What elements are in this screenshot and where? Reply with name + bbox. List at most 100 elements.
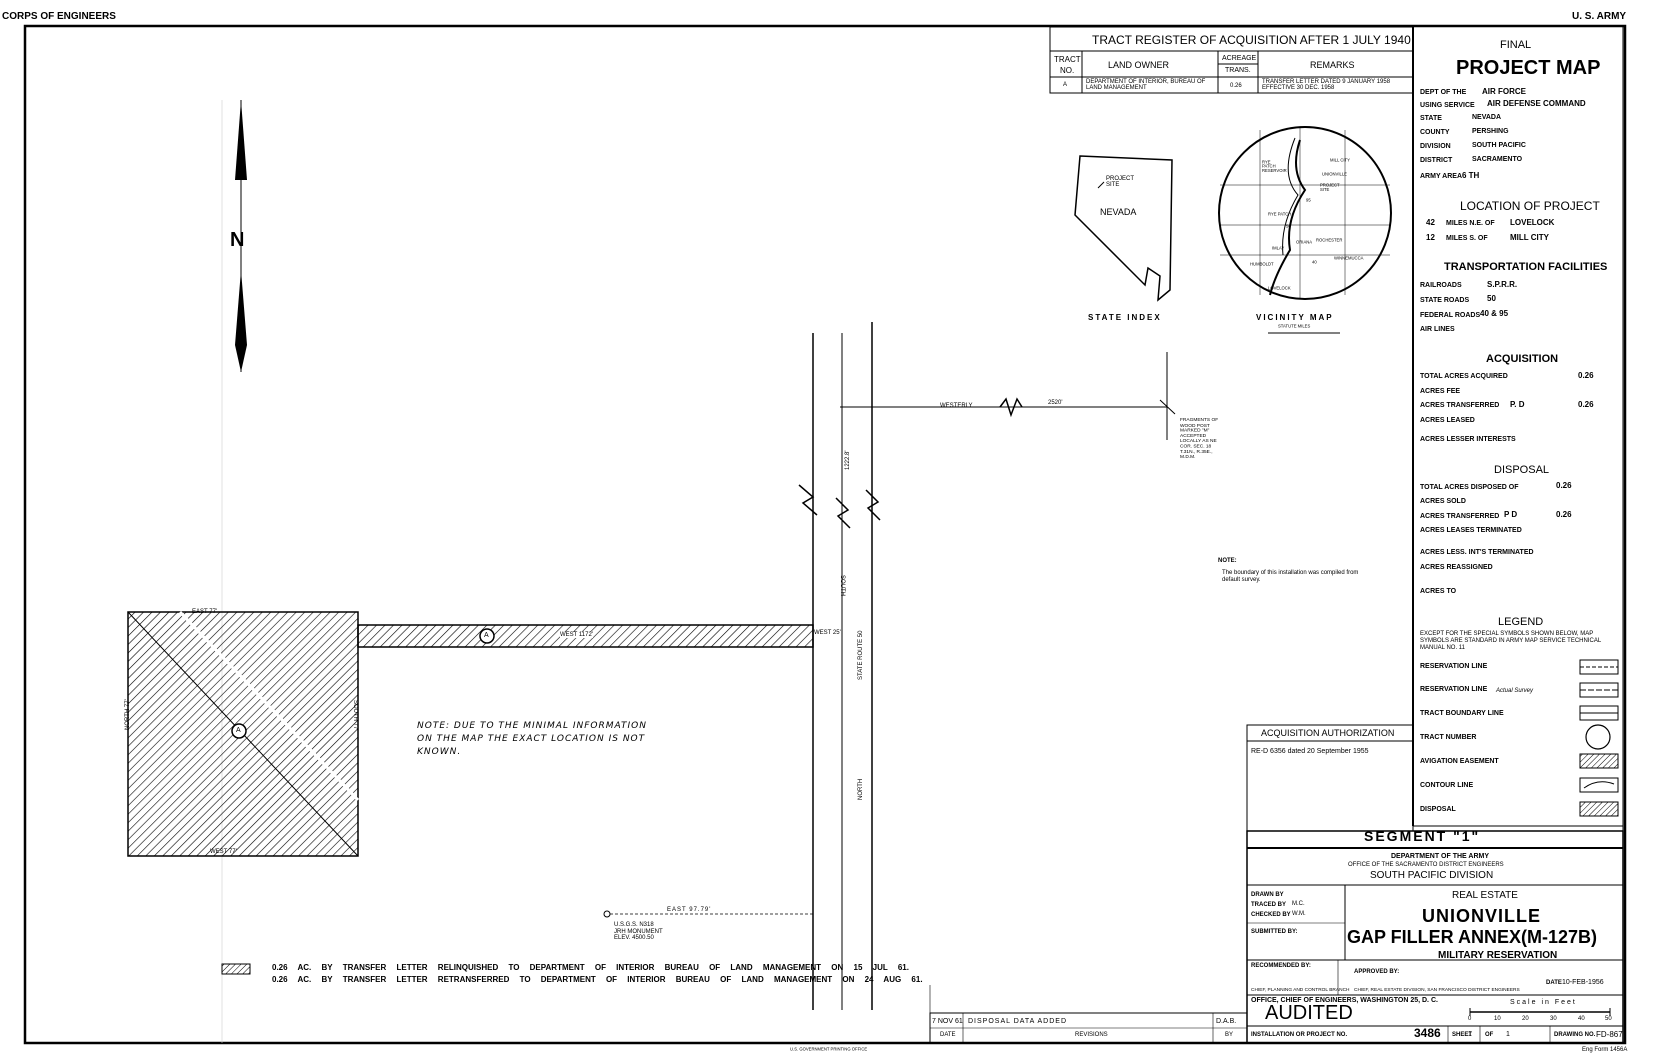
scale-tick: 30 bbox=[1550, 1016, 1557, 1022]
real-estate-label: REAL ESTATE bbox=[1452, 890, 1518, 901]
sheet-border bbox=[23, 24, 1627, 1045]
south-label: SOUTH bbox=[839, 575, 845, 596]
note-label: NOTE: bbox=[1218, 558, 1237, 564]
scale-tick: 0 bbox=[1468, 1016, 1472, 1022]
state-label: STATE bbox=[1420, 115, 1442, 122]
office-label: OFFICE, CHIEF OF ENGINEERS, WASHINGTON 2… bbox=[1251, 997, 1438, 1004]
acq-transferred-label: ACRES TRANSFERRED bbox=[1420, 402, 1500, 409]
tract-a-strip-marker: A bbox=[484, 632, 489, 639]
scale-tick: 10 bbox=[1494, 1016, 1501, 1022]
district-label: DISTRICT bbox=[1420, 157, 1453, 164]
vicinity-place: ORIANA bbox=[1296, 240, 1313, 246]
east-97-label: EAST 97.79' bbox=[667, 907, 712, 913]
revisions-label: REVISIONS bbox=[1075, 1032, 1108, 1038]
installation-label: INSTALLATION OR PROJECT NO. bbox=[1251, 1032, 1348, 1038]
legend-reservation-line: RESERVATION LINE bbox=[1420, 663, 1488, 670]
legend-note: EXCEPT FOR THE SPECIAL SYMBOLS SHOWN BEL… bbox=[1420, 631, 1601, 651]
railroads-value: S.P.R.R. bbox=[1487, 280, 1518, 289]
legend-avigation: AVIGATION EASEMENT bbox=[1420, 758, 1499, 765]
using-label: USING SERVICE bbox=[1420, 102, 1475, 109]
division-label: DIVISION bbox=[1420, 143, 1451, 150]
of-no: 1 bbox=[1506, 1031, 1510, 1038]
west-label: WEST 77' bbox=[210, 849, 237, 855]
project-map-title: PROJECT MAP bbox=[1456, 57, 1601, 79]
state-index-state: NEVADA bbox=[1100, 207, 1137, 217]
title-block bbox=[1246, 830, 1624, 1044]
loc2-place: MILL CITY bbox=[1510, 233, 1549, 242]
disp-total-label: TOTAL ACRES DISPOSED OF bbox=[1420, 484, 1519, 491]
strip-end-label: WEST 25' bbox=[814, 630, 841, 636]
state-route-label: STATE ROUTE 50 bbox=[858, 630, 864, 680]
vicinity-place: 40 bbox=[1312, 260, 1317, 266]
revision-by-label: BY bbox=[1225, 1032, 1234, 1038]
acq-lesser-label: ACRES LESSER INTERESTS bbox=[1420, 436, 1516, 443]
tract-a-marker: A bbox=[236, 727, 241, 734]
east-label: EAST 77' bbox=[192, 609, 218, 615]
fragments-note: FRAGMENTS OF WOOD POST MARKED "M" ACCEPT… bbox=[1180, 418, 1219, 460]
header-right: U. S. ARMY bbox=[1572, 11, 1627, 22]
col-owner: LAND OWNER bbox=[1108, 60, 1170, 70]
using-value: AIR DEFENSE COMMAND bbox=[1487, 99, 1586, 108]
dept-line3: SOUTH PACIFIC DIVISION bbox=[1370, 870, 1494, 881]
nevada-outline bbox=[1074, 155, 1173, 302]
chief-real-estate: CHIEF, REAL ESTATE DIVISION, SAN FRANCIS… bbox=[1354, 987, 1520, 993]
col-trans: TRANS. bbox=[1225, 67, 1251, 74]
revision-text: DISPOSAL DATA ADDED bbox=[968, 1018, 1068, 1025]
of-label: OF bbox=[1485, 1032, 1494, 1038]
north-road-label: NORTH bbox=[858, 778, 864, 800]
row-owner: DEPARTMENT OF INTERIOR, BUREAU OF LAND M… bbox=[1086, 79, 1206, 91]
vicinity-place: 50 bbox=[1286, 224, 1291, 230]
handwritten-note: NOTE: DUE TO THE MINIMAL INFORMATION ON … bbox=[417, 721, 647, 758]
tract-register-title: TRACT REGISTER OF ACQUISITION AFTER 1 JU… bbox=[1092, 33, 1411, 47]
tract-register-box bbox=[1049, 26, 1414, 94]
project-annex: GAP FILLER ANNEX(M-127B) bbox=[1347, 927, 1598, 947]
dept-line2: OFFICE OF THE SACRAMENTO DISTRICT ENGINE… bbox=[1348, 862, 1504, 868]
sheet-no: 1 bbox=[1468, 1031, 1472, 1038]
approved-by-label: APPROVED BY: bbox=[1354, 969, 1400, 975]
legend-actual-survey: Actual Survey bbox=[1496, 688, 1534, 694]
disposal-note-2: 0.26 AC. BY TRANSFER LETTER RETRANSFERRE… bbox=[272, 975, 923, 984]
sheet-label: SHEET bbox=[1452, 1032, 1473, 1038]
vicinity-place: WINNEMUCCA bbox=[1334, 256, 1364, 262]
disp-transferred-label: ACRES TRANSFERRED bbox=[1420, 513, 1500, 520]
acq-leased-label: ACRES LEASED bbox=[1420, 417, 1475, 424]
vicinity-place: ROCHESTER bbox=[1316, 238, 1343, 244]
division-value: SOUTH PACIFIC bbox=[1472, 142, 1526, 149]
row-remarks: TRANSFER LETTER DATED 9 JANUARY 1958 EFF… bbox=[1262, 79, 1391, 91]
revision-date: 7 NOV 61 bbox=[932, 1018, 963, 1025]
westerly-label: WESTERLY bbox=[940, 403, 973, 409]
drawing-label: DRAWING NO. bbox=[1554, 1032, 1596, 1038]
army-area-value: 6 TH bbox=[1462, 171, 1480, 180]
usgs-label: U.S.G.S. N318 JRH MONUMENT ELEV. 4500.50 bbox=[614, 922, 663, 942]
disp-reassigned-label: ACRES REASSIGNED bbox=[1420, 564, 1493, 571]
project-reservation: MILITARY RESERVATION bbox=[1438, 950, 1558, 961]
disp-less-int-label: ACRES LESS. INT'S TERMINATED bbox=[1420, 549, 1534, 556]
disp-transferred-value: 0.26 bbox=[1556, 510, 1572, 519]
footer-form: Eng Form 1456A bbox=[1582, 1047, 1628, 1053]
loc1-place: LOVELOCK bbox=[1510, 218, 1555, 227]
vicinity-place: UNIONVILLE bbox=[1322, 172, 1347, 178]
disp-total-value: 0.26 bbox=[1556, 481, 1572, 490]
strip-label: WEST 1172' bbox=[560, 632, 593, 638]
scale-tick: 20 bbox=[1522, 1016, 1529, 1022]
disposal-swatch bbox=[221, 963, 251, 975]
disp-transferred-code: P D bbox=[1504, 510, 1518, 519]
vicinity-place: RYE PATCH RESERVOIR bbox=[1262, 160, 1287, 174]
state-index-site: PROJECT SITE bbox=[1106, 176, 1134, 188]
header-left: CORPS OF ENGINEERS bbox=[2, 11, 116, 22]
acq-total-value: 0.26 bbox=[1578, 371, 1594, 380]
disp-to-label: ACRES TO bbox=[1420, 588, 1457, 595]
legend-heading: LEGEND bbox=[1498, 616, 1544, 628]
revision-date-label: DATE bbox=[940, 1032, 956, 1038]
installation-no: 3486 bbox=[1414, 1026, 1441, 1040]
district-value: SACRAMENTO bbox=[1472, 156, 1523, 163]
disp-leases-label: ACRES LEASES TERMINATED bbox=[1420, 527, 1522, 534]
vicinity-map-circle bbox=[1218, 126, 1392, 300]
dept-value: AIR FORCE bbox=[1482, 87, 1526, 96]
drawn-by-label: DRAWN BY bbox=[1251, 892, 1284, 898]
air-lines-label: AIR LINES bbox=[1420, 326, 1455, 333]
acq-transferred-code: P. D bbox=[1510, 400, 1525, 409]
army-area-label: ARMY AREA bbox=[1420, 173, 1463, 180]
vicinity-place: IMLAY bbox=[1272, 246, 1285, 252]
col-remarks: REMARKS bbox=[1310, 60, 1355, 70]
